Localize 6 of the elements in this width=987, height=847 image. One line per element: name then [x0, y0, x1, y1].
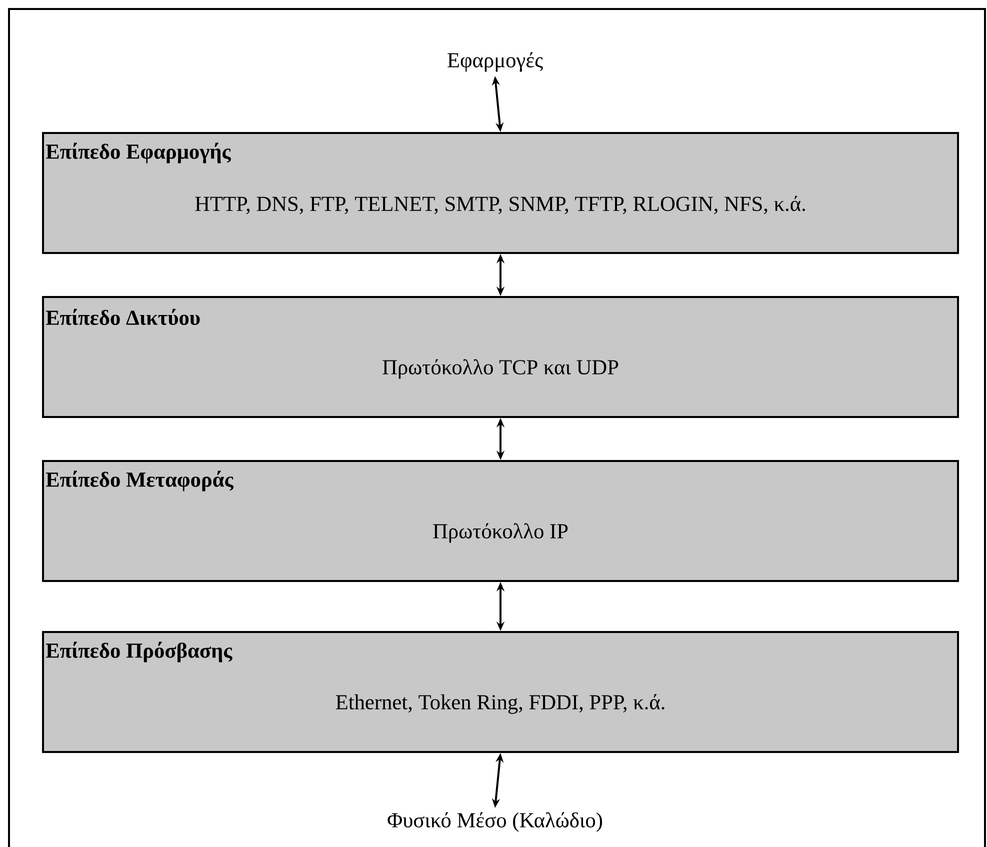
layer-box: Επίπεδο Πρόσβασης Ethernet, Token Ring, FDDI, PPP, κ.ά.: [42, 631, 960, 753]
layer-label: Φυσικό Μέσο (Καλώδιο): [388, 812, 602, 832]
layer-label: Εφαρμογές: [448, 52, 543, 72]
layer-box: Επίπεδο Εφαρμογής HTTP, DNS, FTP, TELNET, SMTP, SNMP, TFTP, RLOGIN, NFS, κ.ά.: [42, 132, 960, 254]
layer-box: Επίπεδο Μεταφοράς Πρωτόκολλο IP: [42, 460, 960, 582]
layer-box: Επίπεδο Δικτύου Πρωτόκολλο TCP και UDP: [42, 296, 960, 418]
